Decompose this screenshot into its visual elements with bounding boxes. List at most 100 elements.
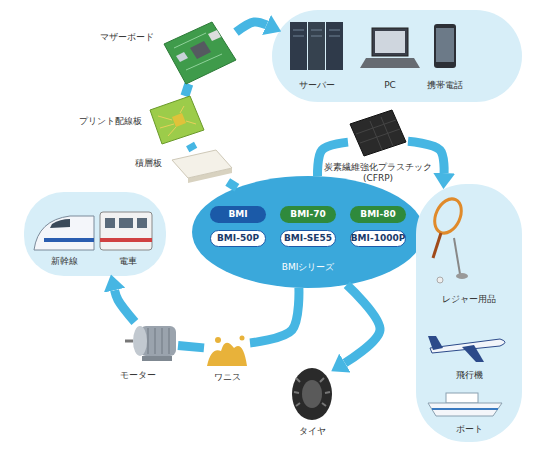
node-label: 積層板: [135, 158, 162, 169]
product-pill: BMI-50P: [210, 230, 266, 247]
laminate-side: [188, 168, 232, 183]
node-label: BMI-SE55: [284, 231, 332, 246]
train-window: [137, 218, 147, 228]
board-shape: [164, 22, 236, 84]
node-label: モーター: [120, 370, 156, 381]
application-panel: 新幹線 電車: [24, 192, 166, 276]
node-label: 電車: [119, 256, 137, 267]
flow-arrow: [185, 84, 189, 96]
motor-end: [133, 326, 147, 356]
node-label: レジャー用品: [442, 294, 496, 305]
shinkansen-body: [34, 216, 94, 250]
motor-fin: [148, 328, 169, 354]
motherboard-icon: [164, 22, 236, 84]
product-pill: BMI: [210, 206, 266, 223]
cfrp-tile: [350, 110, 406, 156]
laptop-base: [360, 58, 420, 68]
node-label: BMIシリーズ: [282, 262, 335, 273]
flow-arrow: [318, 142, 348, 176]
motor-icon: [125, 326, 176, 361]
series-blob: BMIシリーズ BMI BMI-70 BMI-80BMI-50P BMI-SE55 BMI…: [192, 176, 424, 288]
node-label: ボート: [456, 424, 483, 435]
motor-shaft: [125, 340, 133, 343]
chip-shape: [190, 41, 211, 59]
part-icon: プリント配線板: [150, 96, 204, 144]
tire-body: [292, 368, 332, 420]
part-icon: マザーボード: [162, 22, 236, 84]
train-window: [119, 218, 133, 228]
shinkansen-window: [50, 219, 70, 228]
train-window: [105, 218, 115, 228]
node-label: マザーボード: [100, 32, 154, 43]
flow-arrow: [236, 22, 267, 32]
node-label: BMI-70: [290, 206, 325, 223]
node-label: 新幹線: [51, 256, 78, 267]
cfrp-icon: [350, 110, 406, 156]
node-label: BMI: [228, 206, 247, 223]
server-box: [290, 22, 307, 70]
boat-cabin: [446, 393, 478, 403]
laminate-icon: [172, 150, 232, 183]
server-box: [308, 22, 325, 70]
node-label: BMI-80: [360, 206, 395, 223]
varnish-drop: [215, 337, 221, 343]
leisure-icon: [430, 195, 468, 283]
product-pill: BMI-1000P: [350, 230, 406, 247]
plane-body: [430, 339, 505, 353]
phone-body: [434, 24, 456, 68]
flow-arrow: [408, 141, 444, 173]
shinkansen-stripe: [44, 238, 94, 242]
flow-arrow: [178, 345, 204, 347]
node-label: タイヤ: [299, 426, 326, 437]
tire-hub: [302, 380, 322, 408]
phone-icon: [434, 24, 456, 68]
flow-arrow: [345, 285, 380, 363]
flow-arrow: [250, 288, 299, 343]
laptop-icon: [360, 28, 420, 68]
shinkansen-icon: [34, 216, 94, 250]
product-pill: BMI-70: [280, 206, 336, 223]
train-icon: [100, 212, 152, 250]
flow-arrow: [115, 290, 135, 322]
tire-icon: [292, 368, 332, 420]
application-panel: レジャー用品飛行機ボート: [416, 184, 522, 442]
trace-line: [186, 54, 222, 70]
tire-tread: [294, 378, 330, 406]
server-slot: [293, 30, 340, 36]
weave-line: [356, 117, 400, 150]
plane-wing: [462, 345, 484, 362]
laptop-display: [375, 31, 405, 53]
club-head: [456, 273, 468, 279]
golf-ball: [437, 277, 443, 283]
plane-tail: [428, 336, 443, 350]
node-label: 炭素繊維強化プラスチック (CFRP): [316, 162, 440, 184]
laminate-top: [172, 150, 232, 178]
node-label: 飛行機: [456, 370, 483, 381]
part-icon: モーター: [124, 322, 178, 364]
flow-arrow: [228, 182, 237, 188]
chip-shape: [176, 52, 188, 62]
varnish-icon: [207, 336, 247, 367]
node-label: サーバー: [299, 80, 335, 91]
chip-shape: [208, 30, 221, 41]
racket-frame: [430, 195, 467, 238]
pcb-icon: [150, 96, 204, 144]
varnish-drop: [240, 336, 245, 341]
part-icon: タイヤ: [290, 366, 334, 422]
motor-body: [140, 326, 176, 356]
boat-icon: [428, 393, 502, 416]
node-label: ワニス: [214, 372, 241, 383]
part-icon: 積層板: [172, 150, 232, 182]
trace-line: [158, 106, 196, 136]
racket-handle: [433, 233, 441, 258]
airplane-icon: [428, 336, 505, 362]
node-label: BMI-50P: [217, 231, 259, 246]
boat-hull: [428, 403, 502, 416]
trace-line: [174, 33, 206, 48]
node-label: プリント配線板: [79, 116, 142, 127]
server-icon: [290, 22, 343, 70]
server-box: [326, 22, 343, 70]
node-label: 携帯電話: [427, 80, 463, 91]
